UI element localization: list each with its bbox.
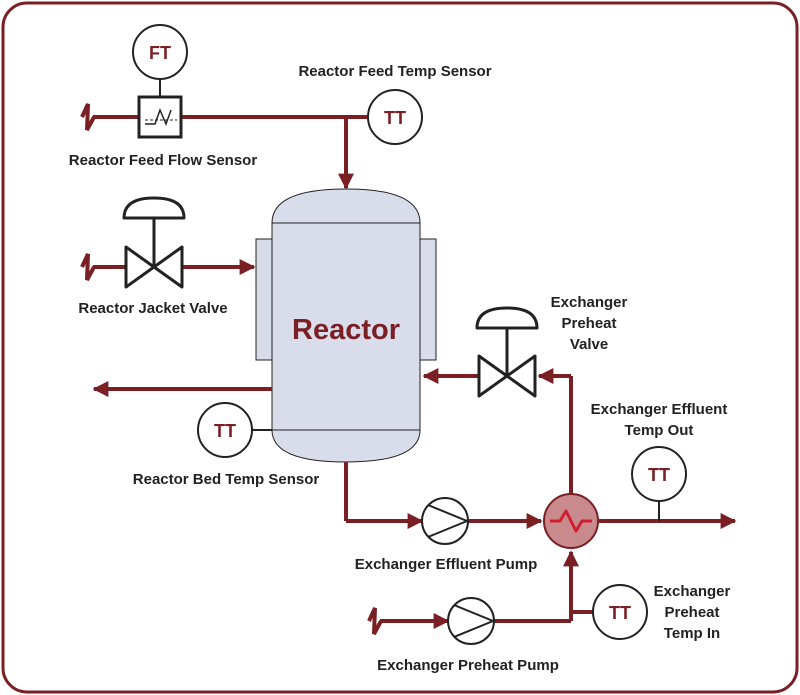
feed-temp-label: Reactor Feed Temp Sensor — [298, 63, 491, 80]
preheat-temp-label-3: Temp In — [664, 625, 720, 642]
feed-temp-tag: TT — [384, 108, 406, 128]
effluent-temp-label-2: Temp Out — [625, 422, 694, 439]
source-break-icon — [80, 253, 96, 281]
feed-temp-transmitter[interactable]: TT — [367, 89, 423, 145]
effluent-line — [344, 462, 737, 529]
feed-flow-transmitter[interactable]: FT — [132, 24, 188, 80]
effluent-pump-label: Exchanger Effluent Pump — [355, 556, 538, 573]
preheat-pump[interactable] — [447, 597, 496, 645]
jacket-valve-label: Reactor Jacket Valve — [78, 300, 227, 317]
preheat-valve-label-2: Preheat — [561, 315, 616, 332]
preheat-temp-tag: TT — [609, 603, 631, 623]
preheat-valve-label-3: Valve — [570, 336, 608, 353]
bed-temp-transmitter[interactable]: TT — [197, 402, 253, 458]
jacket-valve[interactable] — [122, 196, 186, 289]
feed-flow-label: Reactor Feed Flow Sensor — [69, 152, 258, 169]
bed-temp-label: Reactor Bed Temp Sensor — [133, 471, 320, 488]
feed-line — [80, 103, 367, 190]
preheat-temp-transmitter[interactable]: TT — [592, 584, 648, 640]
flow-element-icon — [137, 79, 183, 139]
effluent-temp-transmitter[interactable]: TT — [631, 446, 687, 502]
bed-temp-tag: TT — [214, 421, 236, 441]
feed-flow-tag: FT — [149, 43, 171, 63]
preheat-valve-label-1: Exchanger — [551, 294, 628, 311]
preheat-temp-label-1: Exchanger — [654, 583, 731, 600]
effluent-temp-label-1: Exchanger Effluent — [591, 401, 728, 418]
preheat-valve[interactable] — [475, 306, 539, 398]
jacket-line — [80, 253, 256, 281]
effluent-temp-tag: TT — [648, 465, 670, 485]
preheat-temp-label-2: Preheat — [664, 604, 719, 621]
heat-exchanger[interactable] — [543, 493, 599, 549]
effluent-pump[interactable] — [421, 497, 470, 545]
reactor-vessel[interactable]: Reactor — [255, 188, 437, 463]
preheat-line — [367, 550, 594, 635]
preheat-pump-label: Exchanger Preheat Pump — [377, 657, 559, 674]
preheat-return-line — [422, 368, 573, 498]
reactor-title: Reactor — [292, 314, 400, 346]
source-break-icon — [80, 103, 96, 131]
source-break-icon — [367, 607, 383, 635]
